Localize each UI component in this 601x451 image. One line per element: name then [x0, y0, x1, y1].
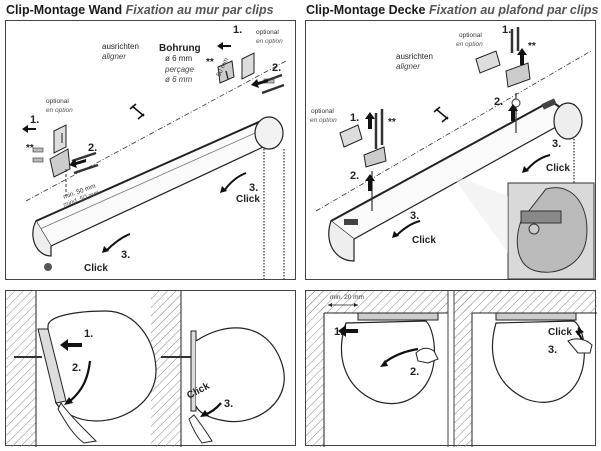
- label-optional-fr-right: en option: [256, 38, 283, 45]
- label-optional-fr-left: en option: [46, 107, 73, 114]
- label-optional-de-left: optional: [46, 98, 69, 105]
- clip-right: [190, 330, 197, 412]
- blind-cassette: [328, 98, 583, 262]
- ceiling-section-right: [454, 291, 597, 313]
- ceiling-mounting-illustration: ausrichten aligner optional en option op…: [310, 24, 595, 280]
- blind-cassette: [32, 116, 284, 271]
- click-label-left: Click: [412, 235, 436, 246]
- step-1-right: 1.: [233, 24, 242, 36]
- step-3-left: 3.: [410, 210, 419, 222]
- step-2-right: 2.: [494, 96, 503, 108]
- panel-wall-clip-steps: 1. 2. 3. Click: [5, 290, 296, 447]
- panel-ceiling-clip-steps: min. 20 mm 1. 2. 3. Click: [305, 290, 597, 447]
- step-1: 1.: [334, 326, 343, 338]
- step-3: 3.: [548, 344, 557, 356]
- hand-right: [567, 338, 593, 354]
- screw-mark-left: **: [388, 117, 396, 128]
- push-arrow: [60, 339, 82, 351]
- heading-wall-mounting: Clip-Montage Wand Fixation au mur par cl…: [6, 3, 274, 17]
- screw-mark-right: **: [528, 41, 536, 52]
- label-drill-de: Bohrung: [159, 43, 201, 54]
- panel-ceiling-mounting: ausrichten aligner optional en option op…: [305, 20, 596, 280]
- detail-inset: [456, 176, 595, 280]
- heading-wall-fr: Fixation au mur par clips: [125, 3, 274, 17]
- right-clip-bracket: [217, 52, 285, 95]
- wall-section-right: [454, 291, 472, 447]
- label-align-de: ausrichten: [102, 42, 139, 51]
- step-2-left: 2.: [350, 170, 359, 182]
- label-align-fr: aligner: [396, 62, 420, 71]
- panel-wall-mounting: ausrichten aligner Bohrung ø 6 mm perçag…: [5, 20, 296, 280]
- step-3: 3.: [224, 398, 233, 410]
- roller-profile-right: [195, 327, 285, 423]
- alignment-line: [315, 50, 592, 212]
- label-optional-de-left: optional: [311, 108, 334, 115]
- ceiling-section-left: [306, 291, 448, 313]
- screw-mark-left: **: [26, 143, 34, 154]
- heading-ceiling-mounting: Clip-Montage Decke Fixation au plafond p…: [306, 3, 598, 17]
- click-arrow-left: [395, 220, 421, 237]
- step-1-right: 1.: [502, 24, 511, 36]
- step-2-right: 2.: [272, 62, 281, 74]
- left-clip-bracket: [339, 109, 387, 211]
- heading-wall-de: Clip-Montage Wand: [6, 3, 123, 17]
- step-3-left: 3.: [121, 249, 130, 261]
- step-2: 2.: [72, 362, 81, 374]
- click-arrow-right: [223, 172, 247, 192]
- step-arrows: [365, 48, 527, 191]
- wall-section-left: [6, 291, 36, 447]
- alignment-line: [25, 60, 287, 202]
- hand-left: [415, 347, 439, 364]
- screw-mark-right: **: [206, 57, 214, 68]
- align-arrow: [129, 103, 145, 120]
- click-label-right: Click: [546, 163, 570, 174]
- roller-profile-left: [47, 310, 157, 422]
- label-optional-de-right: optional: [256, 29, 279, 36]
- step-3-right: 3.: [552, 138, 561, 150]
- roller-profile-left: [340, 320, 436, 405]
- step-arrows: [22, 42, 268, 168]
- label-drill-fr: perçage: [164, 65, 194, 74]
- align-arrow: [433, 106, 449, 123]
- wall-section-left: [306, 291, 324, 447]
- rotate-arrow: [69, 360, 92, 402]
- click-label-left: Click: [84, 263, 108, 274]
- hand-right: [188, 414, 213, 444]
- label-drill-size-de: ø 6 mm: [165, 54, 192, 63]
- clip-left: [357, 312, 439, 321]
- right-clip-bracket: [475, 27, 531, 133]
- label-align-fr: aligner: [102, 52, 126, 61]
- step-1-left: 1.: [350, 112, 359, 124]
- hand-left: [57, 402, 98, 444]
- step-1: 1.: [84, 328, 93, 340]
- step-2-left: 2.: [88, 142, 97, 154]
- step-1-left: 1.: [30, 114, 39, 126]
- heading-ceiling-fr: Fixation au plafond par clips: [428, 3, 599, 17]
- clip-left: [37, 328, 67, 404]
- step-3-right: 3.: [249, 182, 258, 194]
- label-drill-size-fr: ø 6 mm: [165, 75, 192, 84]
- label-optional-fr-right: en option: [456, 41, 483, 48]
- left-clip-bracket: [49, 124, 71, 196]
- click-label: Click: [548, 327, 572, 338]
- wall-clip-steps-illustration: 1. 2. 3. Click: [6, 291, 285, 447]
- push-arrow: [338, 325, 358, 337]
- step-2: 2.: [410, 366, 419, 378]
- click-label-right: Click: [236, 194, 260, 205]
- label-optional-de-right: optional: [459, 32, 482, 39]
- rotate-arrow: [383, 347, 419, 364]
- left-screws: [32, 147, 99, 175]
- label-optional-fr-left: en option: [310, 117, 337, 124]
- roller-profile-right: [491, 320, 585, 403]
- click-arrow-left: [105, 233, 131, 252]
- ceiling-clip-steps-illustration: min. 20 mm 1. 2. 3. Click: [306, 291, 597, 447]
- heading-ceiling-de: Clip-Montage Decke: [306, 3, 426, 17]
- label-min-20: min. 20 mm: [330, 294, 364, 301]
- wall-mounting-illustration: ausrichten aligner Bohrung ø 6 mm perçag…: [22, 24, 287, 279]
- label-align-de: ausrichten: [396, 52, 433, 61]
- click-arrow-right: [525, 154, 551, 172]
- clip-right: [495, 312, 577, 321]
